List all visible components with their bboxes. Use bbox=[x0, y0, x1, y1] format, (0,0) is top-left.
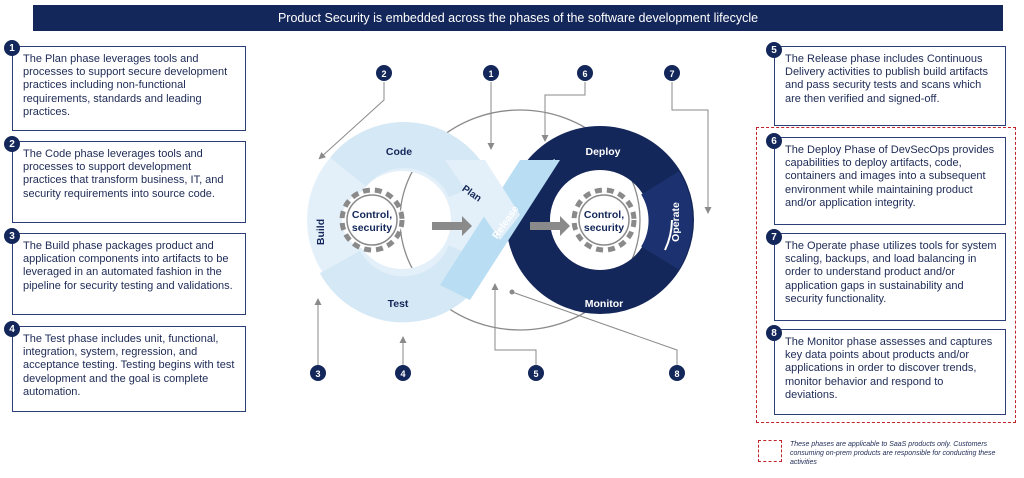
right-gear-icon bbox=[571, 187, 637, 253]
callout-badge-4: 4 bbox=[395, 365, 411, 381]
left-gear-label-2: security bbox=[352, 222, 392, 234]
release-card-text: The Release phase includes Continuous De… bbox=[785, 53, 988, 105]
operate-label: Operate bbox=[670, 202, 682, 242]
deploy-card-text: The Deploy Phase of DevSecOps provides c… bbox=[785, 144, 995, 209]
legend-dashed-box bbox=[758, 440, 782, 462]
build-card: The Build phase packages product and app… bbox=[12, 233, 246, 315]
callout-8-dot bbox=[509, 289, 515, 295]
callout-badge-5: 5 bbox=[528, 365, 544, 381]
callout-8-line bbox=[511, 291, 678, 366]
test-card: The Test phase includes unit, functional… bbox=[12, 326, 246, 412]
deploy-card: The Deploy Phase of DevSecOps provides c… bbox=[774, 137, 1006, 225]
deploy-badge: 6 bbox=[766, 133, 782, 149]
callout-7-line bbox=[671, 82, 712, 214]
operate-card: The Operate phase utilizes tools for sys… bbox=[774, 233, 1006, 321]
right-gear-label-2: security bbox=[584, 222, 624, 234]
operate-badge: 7 bbox=[766, 229, 782, 245]
test-card-text: The Test phase includes unit, functional… bbox=[23, 333, 235, 398]
test-label: Test bbox=[388, 298, 409, 310]
monitor-card: The Monitor phase assesses and captures … bbox=[774, 329, 1006, 415]
right-gear-label-1: Control, bbox=[584, 209, 624, 221]
build-label: Build bbox=[315, 219, 327, 245]
operate-segment bbox=[640, 171, 693, 270]
legend-text: These phases are applicable to SaaS prod… bbox=[790, 441, 996, 466]
left-gear-icon bbox=[339, 187, 405, 253]
callout-badge-7: 7 bbox=[664, 65, 680, 81]
code-label: Code bbox=[386, 146, 412, 158]
callout-badge-6: 6 bbox=[577, 65, 593, 81]
svg-text:6: 6 bbox=[582, 69, 587, 79]
operate-card-text: The Operate phase utilizes tools for sys… bbox=[785, 240, 997, 305]
svg-text:2: 2 bbox=[381, 69, 386, 79]
callout-2-line bbox=[318, 82, 385, 160]
operate-divider bbox=[664, 219, 673, 251]
svg-text:7: 7 bbox=[669, 69, 674, 79]
plan-badge: 1 bbox=[4, 40, 20, 56]
left-gear-label-1: Control, bbox=[352, 209, 392, 221]
release-badge: 5 bbox=[766, 42, 782, 58]
plan-band bbox=[445, 160, 520, 240]
callout-6-line bbox=[541, 82, 586, 142]
banner-title: Product Security is embedded across the … bbox=[277, 11, 759, 25]
callout-badge-1: 1 bbox=[483, 65, 499, 81]
callout-badge-8: 8 bbox=[669, 365, 685, 381]
right-outer-arc bbox=[519, 109, 641, 331]
deploy-label: Deploy bbox=[585, 146, 620, 158]
svg-text:3: 3 bbox=[315, 369, 320, 379]
callout-5-line bbox=[491, 283, 537, 366]
monitor-label: Monitor bbox=[585, 298, 624, 310]
callout-badge-3: 3 bbox=[310, 365, 326, 381]
svg-text:5: 5 bbox=[533, 369, 538, 379]
monitor-badge: 8 bbox=[766, 325, 782, 341]
build-badge: 3 bbox=[4, 228, 20, 244]
saas-only-region bbox=[756, 127, 1016, 423]
svg-text:4: 4 bbox=[400, 369, 405, 379]
monitor-card-text: The Monitor phase assesses and captures … bbox=[785, 336, 993, 401]
release-card: The Release phase includes Continuous De… bbox=[774, 46, 1006, 126]
build-card-text: The Build phase packages product and app… bbox=[23, 240, 233, 292]
code-badge: 2 bbox=[4, 136, 20, 152]
page-banner: Product Security is embedded across the … bbox=[33, 5, 1003, 31]
svg-text:1: 1 bbox=[488, 69, 493, 79]
plan-card-text: The Plan phase leverages tools and proce… bbox=[23, 53, 228, 118]
code-card: The Code phase leverages tools and proce… bbox=[12, 141, 246, 223]
svg-text:8: 8 bbox=[674, 369, 679, 379]
right-center-arrow bbox=[530, 216, 570, 236]
left-center-arrow bbox=[432, 216, 472, 236]
plan-card: The Plan phase leverages tools and proce… bbox=[12, 46, 246, 131]
test-badge: 4 bbox=[4, 321, 20, 337]
callout-badge-2: 2 bbox=[376, 65, 392, 81]
code-card-text: The Code phase leverages tools and proce… bbox=[23, 148, 224, 200]
